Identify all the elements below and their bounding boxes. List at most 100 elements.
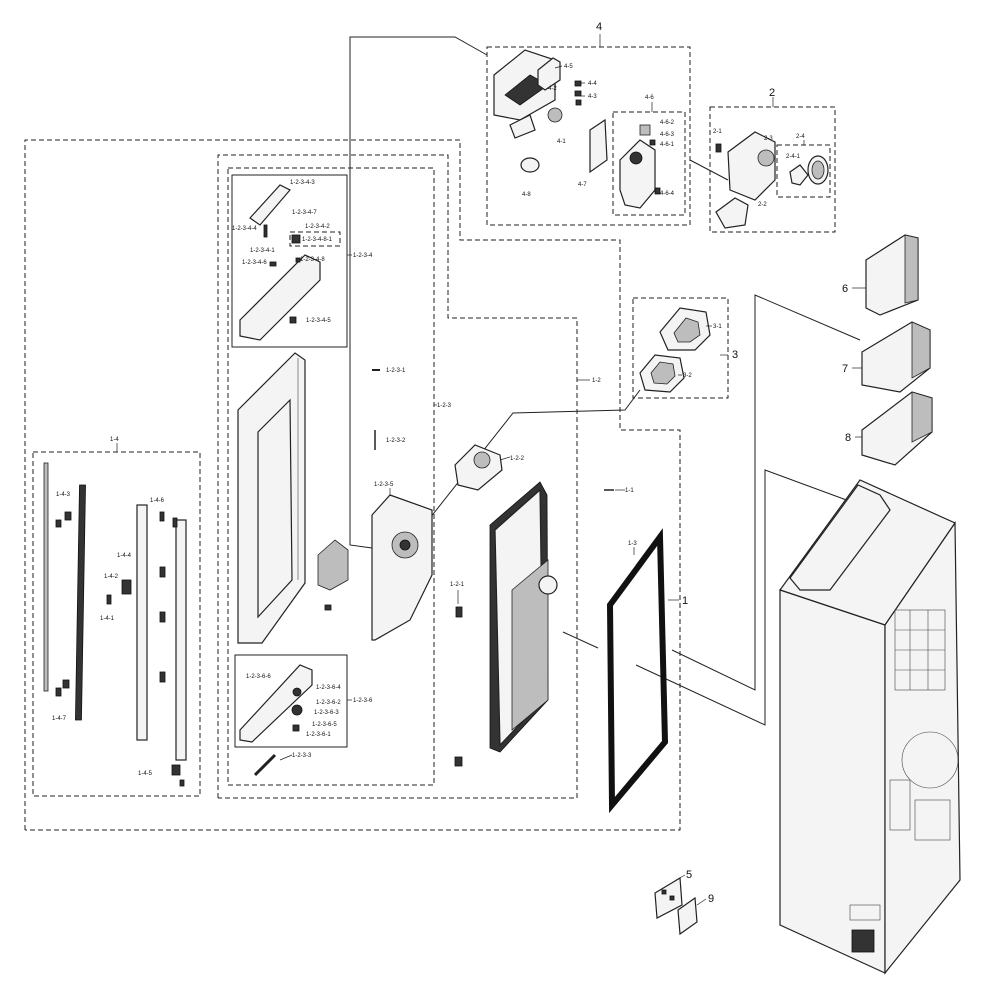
part-1-2-2 (454, 444, 503, 491)
label-4-6: 4-6 (645, 95, 654, 101)
part-refrigerator-cabinet (779, 479, 961, 975)
label-4-4: 4-4 (588, 81, 597, 87)
label-3-2: 3-2 (683, 373, 692, 379)
label-1-2-3-3: 1-2-3-3 (292, 753, 312, 759)
part-6-bin (865, 234, 919, 316)
part-1-2-door-liner (489, 481, 558, 753)
part-1-4-rails (43, 462, 187, 787)
label-8: 8 (845, 432, 851, 444)
part-1-2-cap (454, 756, 463, 767)
part-4-assembly (493, 49, 608, 174)
group-1-2-3-6-boundary (234, 654, 348, 748)
label-1: 1 (682, 595, 688, 607)
label-4-6-4: 4-6-4 (660, 191, 675, 197)
label-4-2: 4-2 (548, 86, 557, 92)
label-1-2-3-6-1: 1-2-3-6-1 (306, 732, 331, 738)
label-4-8: 4-8 (522, 192, 531, 198)
label-5: 5 (686, 869, 692, 881)
group-2-boundary (709, 106, 836, 233)
label-1-2-3: 1-2-3 (437, 403, 452, 409)
label-2-4: 2-4 (796, 134, 805, 140)
connector-6-7-8-to-cabinet (671, 294, 861, 691)
group-4-6-boundary (612, 111, 686, 216)
label-7: 7 (842, 363, 848, 375)
group-4-boundary (486, 46, 691, 226)
label-1-2-1: 1-2-1 (450, 582, 465, 588)
label-1-2-3-4-8: 1-2-3-4-8 (300, 257, 325, 263)
group-2-4-boundary (776, 144, 831, 198)
label-1-2-3-2: 1-2-3-2 (386, 438, 406, 444)
part-1-3-gasket (606, 528, 669, 814)
label-4-6-3: 4-6-3 (660, 132, 675, 138)
label-1-2-3-6-5: 1-2-3-6-5 (312, 722, 337, 728)
label-1-4-4: 1-4-4 (117, 553, 132, 559)
part-1-2-3-panel (237, 352, 306, 644)
connector-4-to-door (349, 36, 488, 549)
label-4-6-2: 4-6-2 (660, 120, 675, 126)
label-4-1: 4-1 (557, 139, 566, 145)
label-1-2-3-4-4: 1-2-3-4-4 (232, 226, 257, 232)
part-5 (654, 876, 683, 919)
label-3: 3 (732, 349, 738, 361)
label-1-4: 1-4 (110, 437, 119, 443)
part-7-bin (861, 321, 931, 393)
label-1-2-3-4-6: 1-2-3-4-6 (242, 260, 267, 266)
label-2-2: 2-2 (758, 202, 767, 208)
label-1-1: 1-1 (625, 488, 634, 494)
part-3-1 (659, 307, 711, 351)
label-9: 9 (708, 893, 714, 905)
label-2: 2 (769, 87, 775, 99)
label-4-5: 4-5 (564, 64, 573, 70)
label-1-4-1: 1-4-1 (100, 616, 115, 622)
connector-door-to-gasket (562, 631, 599, 649)
label-1-2-3-6-6: 1-2-3-6-6 (246, 674, 271, 680)
connector-2-to-4 (689, 159, 729, 181)
group-1-4-boundary (32, 451, 201, 797)
group-1-2-boundary (217, 154, 578, 799)
part-1-2-3-6-assembly (239, 664, 313, 743)
callout-labels: 1 1-1 1-2 1-3 1-4 1-4-3 1-4-6 1-4-4 1-4-… (52, 21, 851, 905)
connector-1-to-cabinet (635, 469, 861, 726)
part-1-2-3-4-assembly (239, 184, 321, 341)
label-1-2-3-6-4: 1-2-3-6-4 (316, 685, 341, 691)
label-1-4-6: 1-4-6 (150, 498, 165, 504)
label-1-4-2: 1-4-2 (104, 574, 119, 580)
label-1-2-3-6-3: 1-2-3-6-3 (314, 710, 339, 716)
label-1-2-3-4: 1-2-3-4 (353, 253, 373, 259)
part-9 (677, 896, 698, 936)
label-1-2-3-4-1: 1-2-3-4-1 (250, 248, 275, 254)
label-1-2-3-4-8-1: 1-2-3-4-8-1 (302, 237, 333, 243)
label-1-2-3-6: 1-2-3-6 (353, 698, 373, 704)
group-1-boundary (24, 139, 681, 831)
label-1-2-2: 1-2-2 (510, 456, 525, 462)
part-1-2-3-3 (253, 753, 277, 777)
group-1-2-3-boundary (227, 167, 435, 786)
label-1-2: 1-2 (592, 378, 601, 384)
part-1-2-1 (455, 606, 463, 618)
part-8-bin (861, 391, 933, 466)
label-4: 4 (596, 21, 602, 33)
label-1-3: 1-3 (628, 541, 637, 547)
group-1-2-3-4-8-boundary (289, 231, 341, 247)
group-1-2-3-4-boundary (231, 174, 348, 348)
label-1-4-3: 1-4-3 (56, 492, 71, 498)
label-1-4-5: 1-4-5 (138, 771, 153, 777)
part-2-assembly (715, 131, 829, 229)
label-4-6-1: 4-6-1 (660, 142, 675, 148)
label-4-7: 4-7 (578, 182, 587, 188)
label-6: 6 (842, 283, 848, 295)
label-4-3: 4-3 (588, 94, 597, 100)
label-2-3: 2-3 (764, 136, 773, 142)
label-1-2-3-1: 1-2-3-1 (386, 368, 406, 374)
label-1-4-7: 1-4-7 (52, 716, 67, 722)
part-4-6-assembly (619, 124, 661, 209)
part-1-2-3-5-housing (317, 494, 433, 641)
label-1-2-3-6-2: 1-2-3-6-2 (316, 700, 341, 706)
label-1-2-3-4-2: 1-2-3-4-2 (305, 224, 330, 230)
group-3-boundary (632, 297, 729, 399)
label-1-2-3-4-7: 1-2-3-4-7 (292, 210, 317, 216)
label-2-4-1: 2-4-1 (786, 154, 801, 160)
label-1-2-3-5: 1-2-3-5 (374, 482, 394, 488)
label-3-1: 3-1 (713, 324, 722, 330)
